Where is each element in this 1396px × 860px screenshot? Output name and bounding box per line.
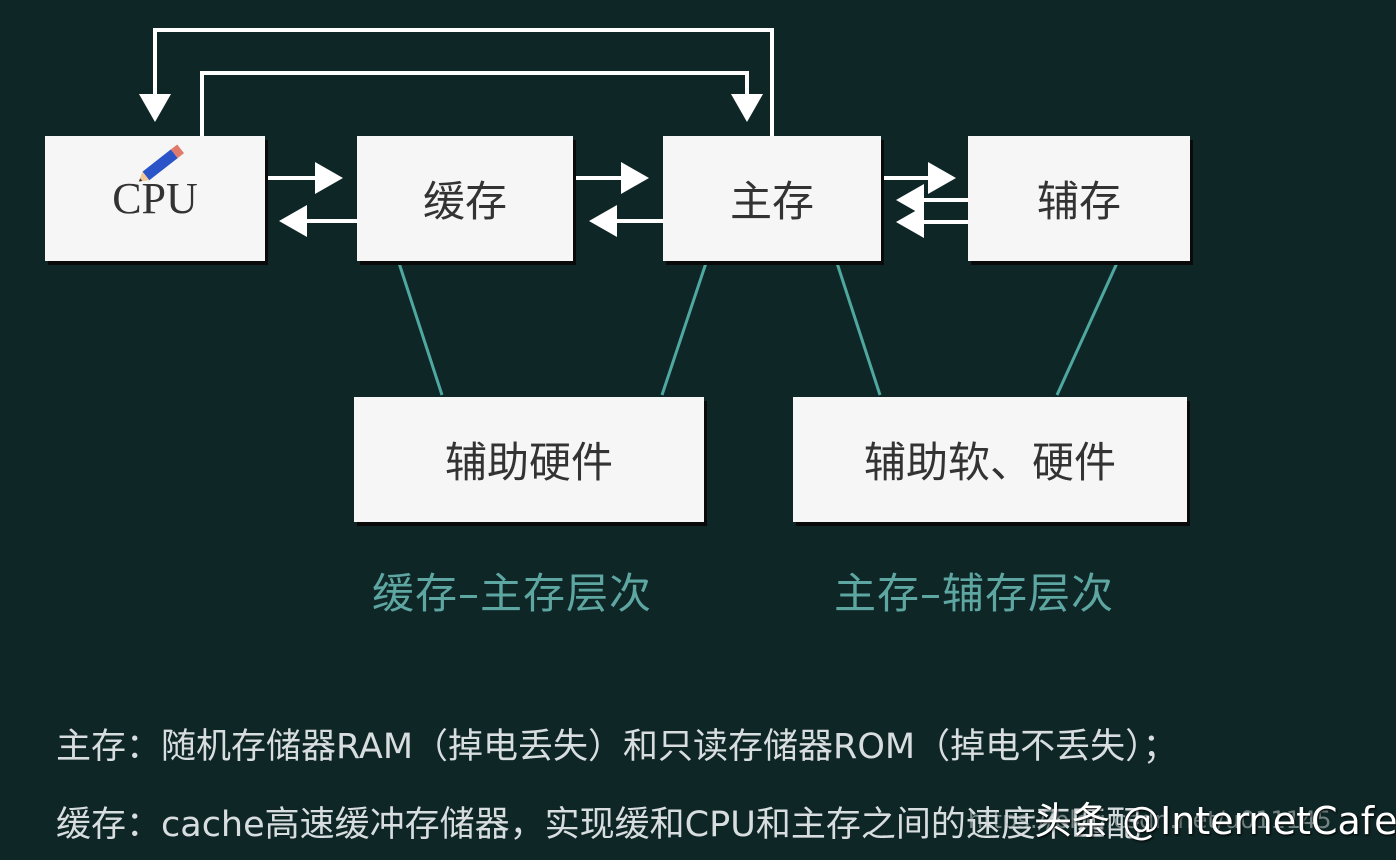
aux-memory-label: 辅存 [1036, 177, 1121, 226]
watermark-brand: 头条 @InternetCafe [1034, 799, 1396, 843]
aux-memory-box: 辅存 [968, 136, 1190, 261]
cpu-label: CPU [112, 174, 198, 223]
cache-hw-connector [397, 262, 444, 396]
aux-soft-hardware-label: 辅助软、硬件 [863, 438, 1116, 487]
cache-main-level-label: 缓存–主存层次 [372, 569, 653, 618]
pencil-icon [138, 144, 184, 182]
watermark-url: https://blog.csdn.net/u011145 [968, 806, 1332, 834]
main-swhw-connector [835, 262, 882, 396]
cpu-to-main-loop-arrow [200, 71, 763, 136]
cache-box: 缓存 [357, 136, 573, 261]
aux-hardware-label: 辅助硬件 [444, 438, 613, 487]
main-to-cpu-loop-arrow [139, 28, 774, 136]
main-hw-connector [660, 262, 708, 396]
aux-soft-hardware-box: 辅助软、硬件 [793, 397, 1187, 522]
cache-label: 缓存 [422, 177, 507, 226]
main-memory-label: 主存 [729, 177, 814, 226]
aux-swhw-connector [1055, 262, 1119, 396]
main-memory-box: 主存 [663, 136, 881, 261]
main-memory-note: 主存：随机存储器RAM（掉电丢失）和只读存储器ROM（掉电不丢失）； [56, 727, 1178, 767]
main-aux-level-label: 主存–辅存层次 [834, 569, 1115, 618]
cache-note: 缓存：cache高速缓冲存储器，实现缓和CPU和主存之间的速度不匹配 [56, 805, 1141, 845]
cpu-box: CPU [45, 136, 265, 261]
aux-hardware-box: 辅助硬件 [354, 397, 704, 522]
